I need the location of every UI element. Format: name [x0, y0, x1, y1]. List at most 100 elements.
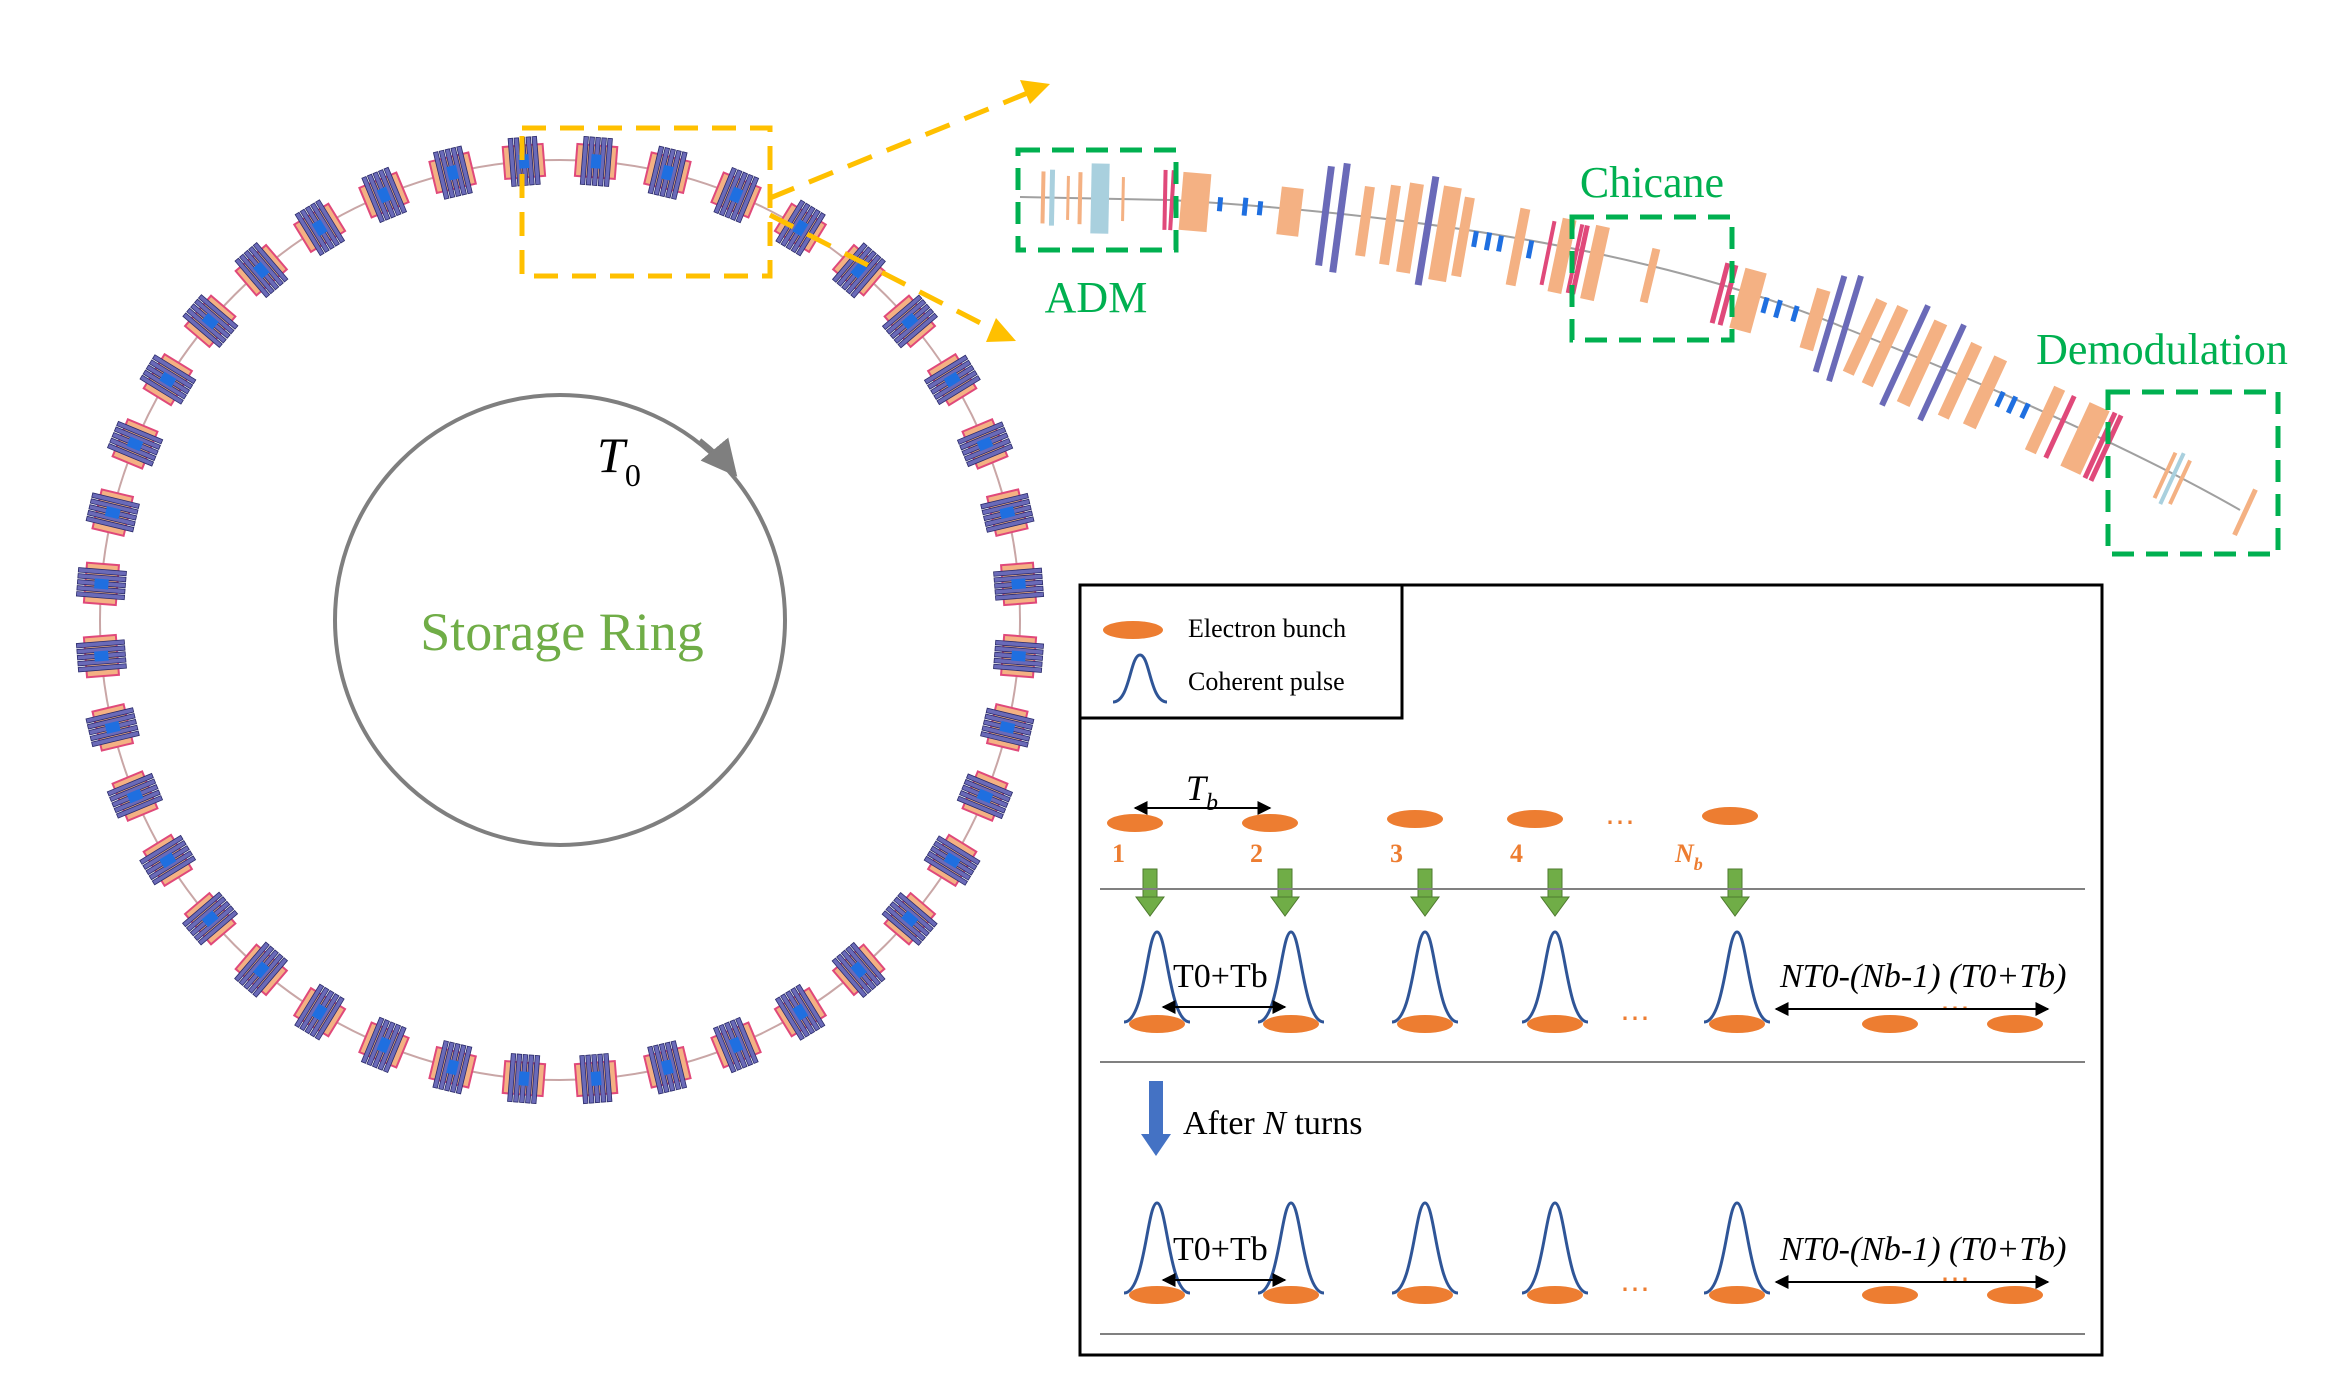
legend-bunch-text: Electron bunch	[1188, 614, 1346, 643]
bunch-index-label: 4	[1510, 839, 1523, 868]
adm-element	[1040, 171, 1046, 224]
ring-cell	[181, 891, 239, 946]
storage-ring-lattice	[75, 135, 1045, 1105]
coherent-pulse	[1123, 1201, 1191, 1295]
adm-element	[1066, 175, 1070, 220]
electron-bunch	[1862, 1015, 1918, 1033]
ring-cell	[358, 166, 410, 224]
electron-bunch	[1862, 1286, 1918, 1304]
tb-label: Tb	[1186, 768, 1218, 816]
electron-bunch	[1527, 1015, 1583, 1033]
ring-cells	[75, 135, 1045, 1105]
electron-bunch	[1702, 807, 1758, 825]
beam-pipe-line	[1019, 196, 2241, 511]
zoom-box	[519, 125, 773, 279]
ring-cell	[428, 1040, 478, 1095]
lattice-magnet	[1879, 304, 1931, 407]
ring-cell	[75, 561, 127, 607]
after-turns-arrowhead-icon	[1141, 1134, 1171, 1156]
tail-label: NT0-(Nb-1) (T0+Tb)	[1779, 958, 2066, 995]
lattice-magnet	[1917, 323, 1967, 422]
down-arrow-icon	[1270, 868, 1300, 917]
tail-label: NT0-(Nb-1) (T0+Tb)	[1779, 1231, 2066, 1268]
adm-element	[1168, 170, 1176, 231]
chicane-dipole	[1709, 262, 1731, 324]
bunch-index-label: 3	[1390, 839, 1403, 868]
chicane-dipole	[1639, 247, 1661, 304]
lattice-magnet	[1760, 296, 1770, 314]
ring-cell	[831, 941, 886, 999]
zoom-arrow-upper	[769, 87, 1036, 201]
lattice-magnet	[1483, 232, 1493, 251]
ring-cell	[993, 561, 1045, 607]
ring-cell	[773, 983, 828, 1041]
coherent-pulse	[1703, 930, 1771, 1024]
ring-cell	[956, 418, 1014, 470]
electron-bunch	[1129, 1286, 1185, 1304]
ring-cell	[106, 418, 164, 470]
lattice-magnet	[1962, 355, 2008, 430]
ring-cell	[773, 199, 828, 257]
adm-element	[1090, 163, 1110, 234]
lattice-magnet	[1580, 224, 1610, 302]
ring-cell	[923, 352, 981, 407]
coherent-pulse	[1521, 930, 1589, 1024]
lattice-magnet	[2019, 402, 2031, 420]
lattice-magnet	[1178, 171, 1212, 233]
down-arrow-icon	[1540, 868, 1570, 917]
ring-cell	[292, 983, 347, 1041]
lattice-magnet	[1256, 201, 1264, 216]
electron-bunch	[1263, 1286, 1319, 1304]
coherent-pulse	[1703, 1201, 1771, 1295]
ring-cell	[980, 488, 1035, 538]
ring-cell	[881, 294, 939, 349]
lattice-magnet	[2043, 395, 2077, 459]
adm-element	[1077, 172, 1083, 225]
ring-cell	[573, 1053, 619, 1105]
ring-cell	[85, 488, 140, 538]
after-turns-label: After N turns	[1183, 1105, 1362, 1142]
bunch-index-label: 2	[1250, 839, 1263, 868]
lattice-magnet	[1994, 390, 2006, 408]
adm-box	[1015, 147, 1179, 253]
bunch-index-label: 1	[1112, 839, 1125, 868]
ring-cell	[710, 166, 762, 224]
ring-cell	[710, 1016, 762, 1074]
lattice-magnet	[1379, 184, 1401, 266]
ring-cell	[139, 833, 197, 888]
lattice-magnet	[2088, 414, 2124, 482]
legend-pulse-text: Coherent pulse	[1188, 667, 1345, 696]
zoom-arrowhead-upper-icon	[1020, 80, 1050, 104]
lattice-magnet	[1496, 235, 1504, 252]
revolution-period-label: T0	[597, 427, 641, 493]
lattice-magnet	[1525, 240, 1535, 259]
lattice-magnet	[2060, 402, 2110, 475]
lattice-magnet	[1315, 165, 1335, 266]
lattice-magnet	[1729, 267, 1767, 334]
ring-beam-pipe	[99, 159, 1021, 1081]
storage-ring-label: Storage Ring	[420, 602, 703, 662]
ring-cell	[182, 294, 239, 349]
down-arrow-icon	[1720, 868, 1750, 917]
electron-bunch	[1397, 1286, 1453, 1304]
ring-cell	[106, 770, 164, 822]
lattice-magnet	[1241, 197, 1249, 216]
ring-cell	[881, 891, 938, 946]
chicane-box	[1569, 214, 1735, 343]
lattice-magnet	[1842, 298, 1888, 376]
chicane-label: Chicane	[1580, 158, 1724, 207]
coherent-pulse	[1391, 930, 1459, 1024]
legend-pulse-icon	[1112, 653, 1168, 704]
spacing-label: T0+Tb	[1173, 1231, 1268, 1268]
coherent-pulse	[1521, 1201, 1589, 1295]
demodulation-label: Demodulation	[2036, 325, 2288, 374]
ring-cell	[923, 833, 981, 888]
after-turns-arrow-icon	[1149, 1081, 1163, 1137]
electron-bunch	[1129, 1015, 1185, 1033]
zoom-arrowhead-lower-icon	[986, 318, 1016, 342]
electron-bunch	[1242, 814, 1298, 832]
ring-cell	[980, 702, 1035, 752]
